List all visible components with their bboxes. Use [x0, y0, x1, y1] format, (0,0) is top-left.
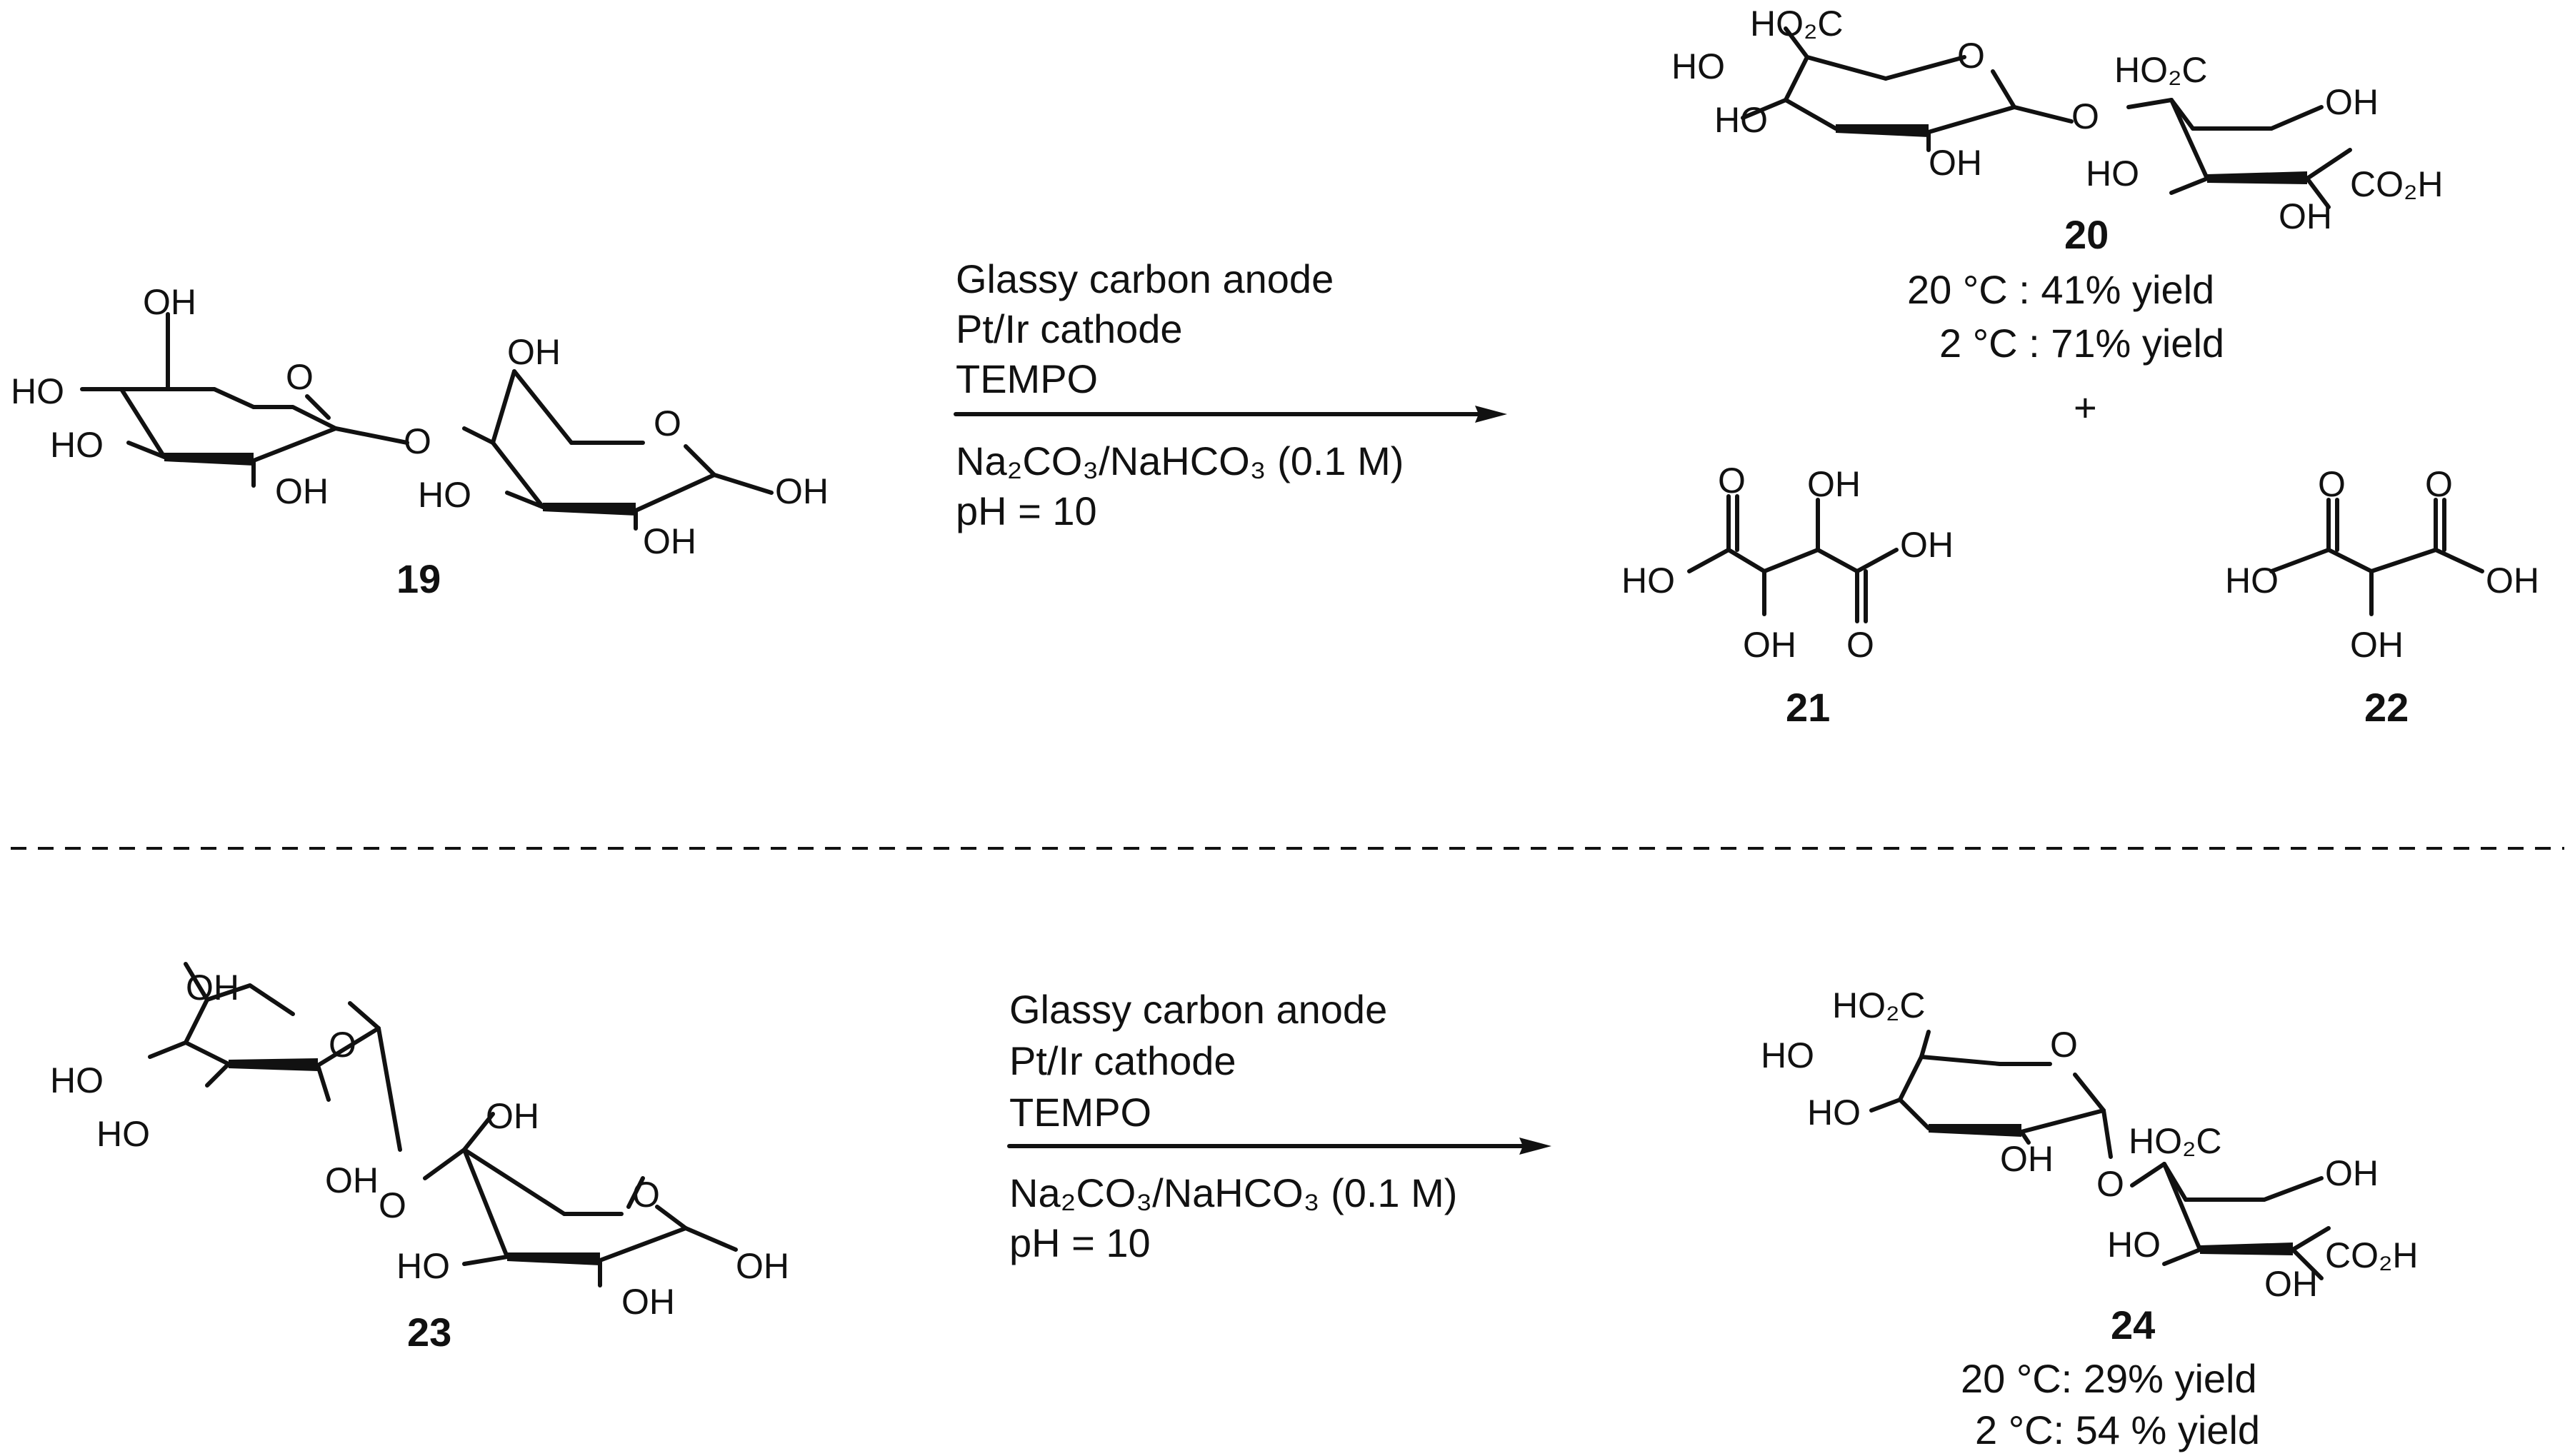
oh-label: OH [2486, 561, 2539, 601]
condition-ph: pH = 10 [1009, 1220, 1151, 1265]
compound-number: 19 [396, 556, 441, 601]
oh-label: OH [507, 332, 561, 372]
oh-label: OH [275, 471, 329, 511]
oh-label: OH [325, 1160, 379, 1200]
ho-label: HO [2225, 561, 2279, 601]
o-label: O [2071, 96, 2099, 136]
ho-label: HO [1671, 46, 1725, 86]
condition-ph: pH = 10 [956, 488, 1097, 533]
yield-20-a: 20 °C : 41% yield [1907, 267, 2214, 312]
ho2c-label: HO₂C [1832, 985, 1926, 1025]
yield-24-b: 2 °C: 54 % yield [1975, 1407, 2260, 1452]
oh-label: OH [621, 1282, 675, 1322]
ho-label: HO [418, 475, 471, 515]
compound-number: 24 [2111, 1302, 2155, 1347]
oh-label: OH [486, 1096, 539, 1136]
compound-24: HO₂C O HO HO OH O HO₂C OH HO CO₂H OH 24 … [1761, 985, 2419, 1452]
o-label: O [2425, 464, 2453, 504]
compound-number: 22 [2364, 685, 2409, 730]
oh-label: OH [2000, 1139, 2054, 1179]
ho-label: HO [1621, 561, 1675, 601]
compound-23: OH HO O HO OH O OH O HO OH OH 23 [50, 962, 789, 1355]
o-label: O [2050, 1025, 2078, 1065]
ho-label: HO [1761, 1035, 1814, 1075]
oh-label: OH [2264, 1264, 2318, 1304]
condition-cathode: Pt/Ir cathode [1009, 1038, 1236, 1083]
yield-20-b: 2 °C : 71% yield [1939, 321, 2224, 366]
ho-label: HO [396, 1246, 450, 1286]
o-label: O [286, 357, 314, 397]
ho2c-label: HO₂C [2114, 50, 2208, 90]
oh-label: OH [2325, 1153, 2379, 1193]
reaction-conditions-bottom: Glassy carbon anode Pt/Ir cathode TEMPO … [1007, 987, 1551, 1265]
oh-label: OH [143, 282, 196, 322]
ho-label: HO [11, 371, 64, 411]
compound-20: HO₂C O HO HO OH O HO₂C OH HO CO₂H OH 20 … [1671, 4, 2444, 430]
o-label: O [1846, 625, 1874, 665]
o-label: O [379, 1185, 406, 1225]
ho-label: HO [1807, 1093, 1861, 1133]
oh-label: OH [2350, 625, 2404, 665]
o-label: O [2318, 464, 2346, 504]
condition-mediator: TEMPO [1009, 1090, 1151, 1135]
co2h-label: CO₂H [2350, 164, 2444, 204]
arrowhead [1475, 406, 1507, 423]
o-label: O [2096, 1164, 2124, 1204]
ho-label: HO [1714, 100, 1768, 140]
condition-buffer: Na₂CO₃/NaHCO₃ (0.1 M) [956, 438, 1404, 483]
ho-label: HO [2086, 154, 2139, 194]
ho2c-label: HO₂C [2129, 1121, 2222, 1161]
oh-label: OH [643, 521, 696, 561]
oh-label: OH [1743, 625, 1796, 665]
oh-label: OH [736, 1246, 789, 1286]
compound-number: 21 [1786, 685, 1830, 730]
ho-label: HO [96, 1114, 150, 1154]
compound-number: 20 [2064, 212, 2109, 257]
oh-label: OH [186, 968, 239, 1008]
oh-label: OH [1807, 464, 1861, 504]
yield-24-a: 20 °C: 29% yield [1961, 1356, 2257, 1401]
condition-buffer: Na₂CO₃/NaHCO₃ (0.1 M) [1009, 1170, 1457, 1215]
compound-19: OH HO O HO OH O OH O HO OH OH 19 [11, 282, 829, 601]
oh-label: OH [2325, 82, 2379, 122]
condition-cathode: Pt/Ir cathode [956, 306, 1183, 351]
reaction-conditions-top: Glassy carbon anode Pt/Ir cathode TEMPO … [954, 256, 1507, 533]
condition-anode: Glassy carbon anode [1009, 987, 1387, 1032]
ho-label: HO [50, 425, 104, 465]
oh-label: OH [775, 471, 829, 511]
ho-label: HO [50, 1060, 104, 1100]
condition-anode: Glassy carbon anode [956, 256, 1334, 301]
o-label: O [329, 1025, 356, 1065]
o-label: O [1718, 461, 1746, 501]
ho-label: HO [2107, 1225, 2161, 1265]
o-label: O [404, 421, 431, 461]
o-label: O [1957, 36, 1985, 76]
condition-mediator: TEMPO [956, 356, 1098, 401]
ho2c-label: HO₂C [1750, 4, 1844, 44]
oh-label: OH [1900, 525, 1954, 565]
o-label: O [654, 403, 681, 443]
oh-label: OH [2279, 196, 2332, 236]
compound-number: 23 [407, 1310, 451, 1355]
compound-22: O O HO OH OH 22 [2225, 464, 2539, 730]
plus-sign: + [2074, 385, 2097, 430]
arrowhead [1519, 1138, 1551, 1155]
compound-21: O OH HO OH OH O 21 [1621, 461, 1954, 730]
oh-label: OH [1929, 143, 1982, 183]
co2h-label: CO₂H [2325, 1235, 2419, 1275]
o-label: O [632, 1175, 660, 1215]
